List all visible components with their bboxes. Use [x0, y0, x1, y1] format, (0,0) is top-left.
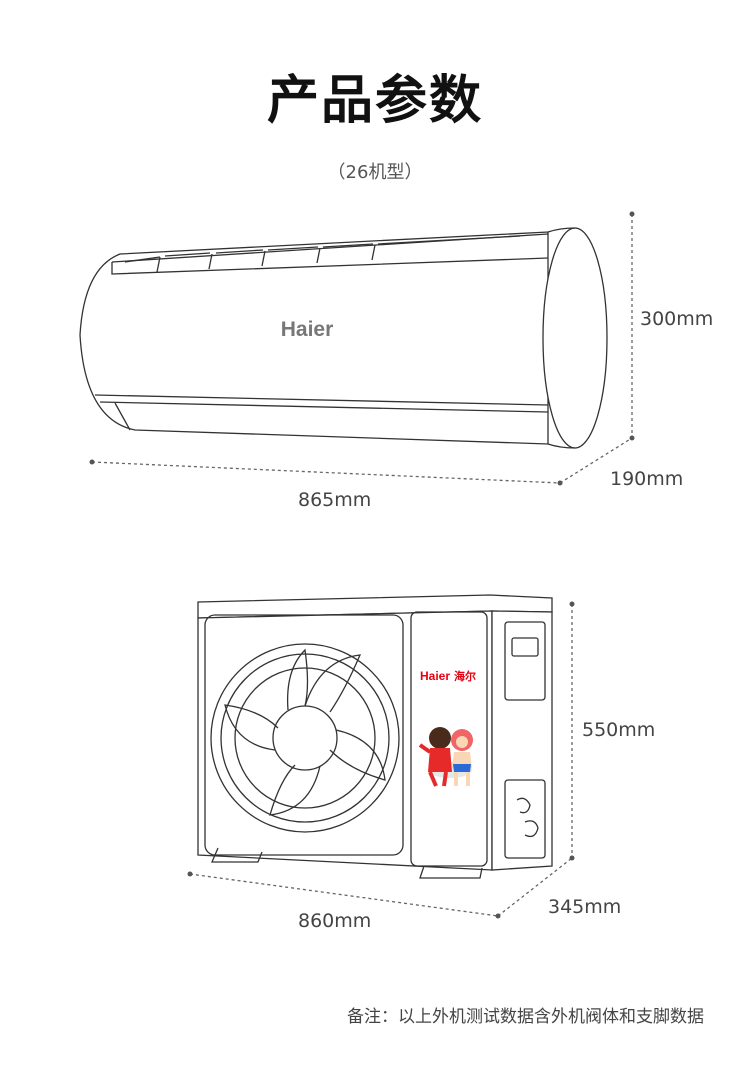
outdoor-brand-logo: Haier	[420, 669, 450, 683]
haier-brothers-mascot-icon	[418, 727, 473, 787]
outdoor-height-label: 550mm	[582, 719, 656, 741]
footnote: 备注：以上外机测试数据含外机阀体和支脚数据	[347, 1007, 704, 1027]
outdoor-dimension-lines	[189, 604, 573, 917]
indoor-depth-label: 190mm	[610, 468, 684, 490]
indoor-height-label: 300mm	[640, 308, 714, 330]
outdoor-unit-drawing	[197, 594, 553, 879]
page-title: 产品参数	[266, 71, 483, 131]
indoor-brand-logo: Haier	[281, 318, 334, 341]
indoor-dimension-dots	[89, 211, 635, 486]
outdoor-brand-logo-cn: 海尔	[454, 669, 476, 683]
indoor-width-label: 865mm	[298, 489, 372, 511]
outdoor-depth-label: 345mm	[548, 896, 622, 918]
outdoor-dimension-dots	[187, 601, 575, 919]
model-subtitle: （26机型）	[327, 162, 423, 183]
indoor-unit-drawing	[79, 227, 608, 449]
outdoor-width-label: 860mm	[298, 910, 372, 932]
indoor-dimension-lines	[91, 214, 633, 484]
